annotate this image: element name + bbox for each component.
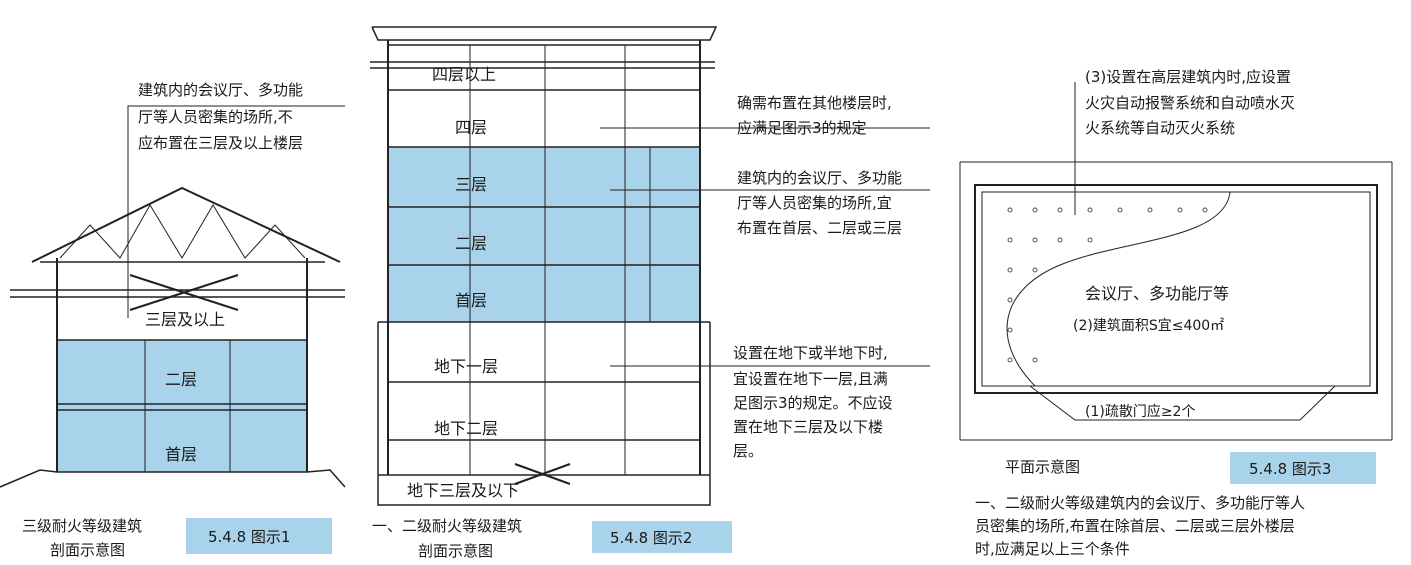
fig2-note-mid-1: 建筑内的会议厅、多功能 [737,169,902,187]
fig2-note-base-2: 宜设置在地下一层,且满 [733,370,888,388]
fig3-note-line3: 火系统等自动灭火系统 [1085,119,1235,137]
fig2-building [370,26,930,506]
fig3-note-line2: 火灾自动报警系统和自动喷水灭 [1085,94,1295,112]
fig3-plan-label: 平面示意图 [1005,458,1080,476]
fig1-blue-floors [57,340,307,472]
fig3-footer-line3: 时,应满足以上三个条件 [975,540,1130,558]
fig3-badge [1230,452,1376,484]
fig2-label-f4: 四层 [455,118,487,137]
fig1-badge-text: 5.4.8 图示1 [208,528,290,546]
fig2-badge-text: 5.4.8 图示2 [610,529,692,547]
fig2-label-b1: 地下一层 [434,357,498,376]
fig2-note-base-1: 设置在地下或半地下时, [733,344,888,362]
fig2-note-upper-1: 确需布置在其他楼层时, [737,94,892,112]
fig2-label-f1: 首层 [455,291,487,310]
fig3-note-line1: (3)设置在高层建筑内时,应设置 [1085,68,1291,86]
fig3-footer-line2: 员密集的场所,布置在除首层、二层或三层外楼层 [975,517,1295,535]
fig2-label-b3: 地下三层及以下 [407,481,519,500]
fig2-label-f3: 三层 [455,175,487,194]
fig1-building [0,105,346,488]
fig2-note-upper-2: 应满足图示3的规定 [737,119,867,137]
fig3-room-label: 会议厅、多功能厅等 [1085,284,1229,303]
fig2-label-f2: 二层 [455,234,487,253]
fig2-label-b2: 地下二层 [434,419,498,438]
fig2-note-base-4: 置在地下三层及以下楼 [733,418,883,436]
fig2-caption-line2: 剖面示意图 [418,542,493,560]
fig3-area-label: (2)建筑面积S宜≤400㎡ [1073,318,1224,334]
fig1-note-line2: 厅等人员密集的场所,不 [138,108,293,126]
fig2-label-above4: 四层以上 [432,65,496,84]
fig1-label-second: 二层 [165,370,197,389]
fig2-badge [592,521,732,553]
fig1-badge [186,518,332,554]
fig1-note-line3: 应布置在三层及以上楼层 [138,134,303,152]
fig1-label-upper: 三层及以上 [145,310,225,329]
fig3-badge-text: 5.4.8 图示3 [1249,460,1331,478]
fig3-doors-label: (1)疏散门应≥2个 [1085,403,1195,420]
fig1-label-first: 首层 [165,445,197,464]
fig2-caption-line1: 一、二级耐火等级建筑 [372,517,522,535]
fig1-caption-line2: 剖面示意图 [50,541,125,559]
fig2-blue-floors [388,147,700,322]
fig3-plan [959,82,1393,441]
fig3-footer-line1: 一、二级耐火等级建筑内的会议厅、多功能厅等人 [975,494,1305,512]
fig2-note-base-5: 层。 [733,442,763,460]
fig1-note-line1: 建筑内的会议厅、多功能 [138,81,303,99]
fig2-note-mid-3: 布置在首层、二层或三层 [737,219,902,237]
fig2-note-mid-2: 厅等人员密集的场所,宜 [737,194,892,212]
fig1-caption-line1: 三级耐火等级建筑 [22,517,142,535]
fig2-note-base-3: 足图示3的规定。不应设 [733,394,893,412]
